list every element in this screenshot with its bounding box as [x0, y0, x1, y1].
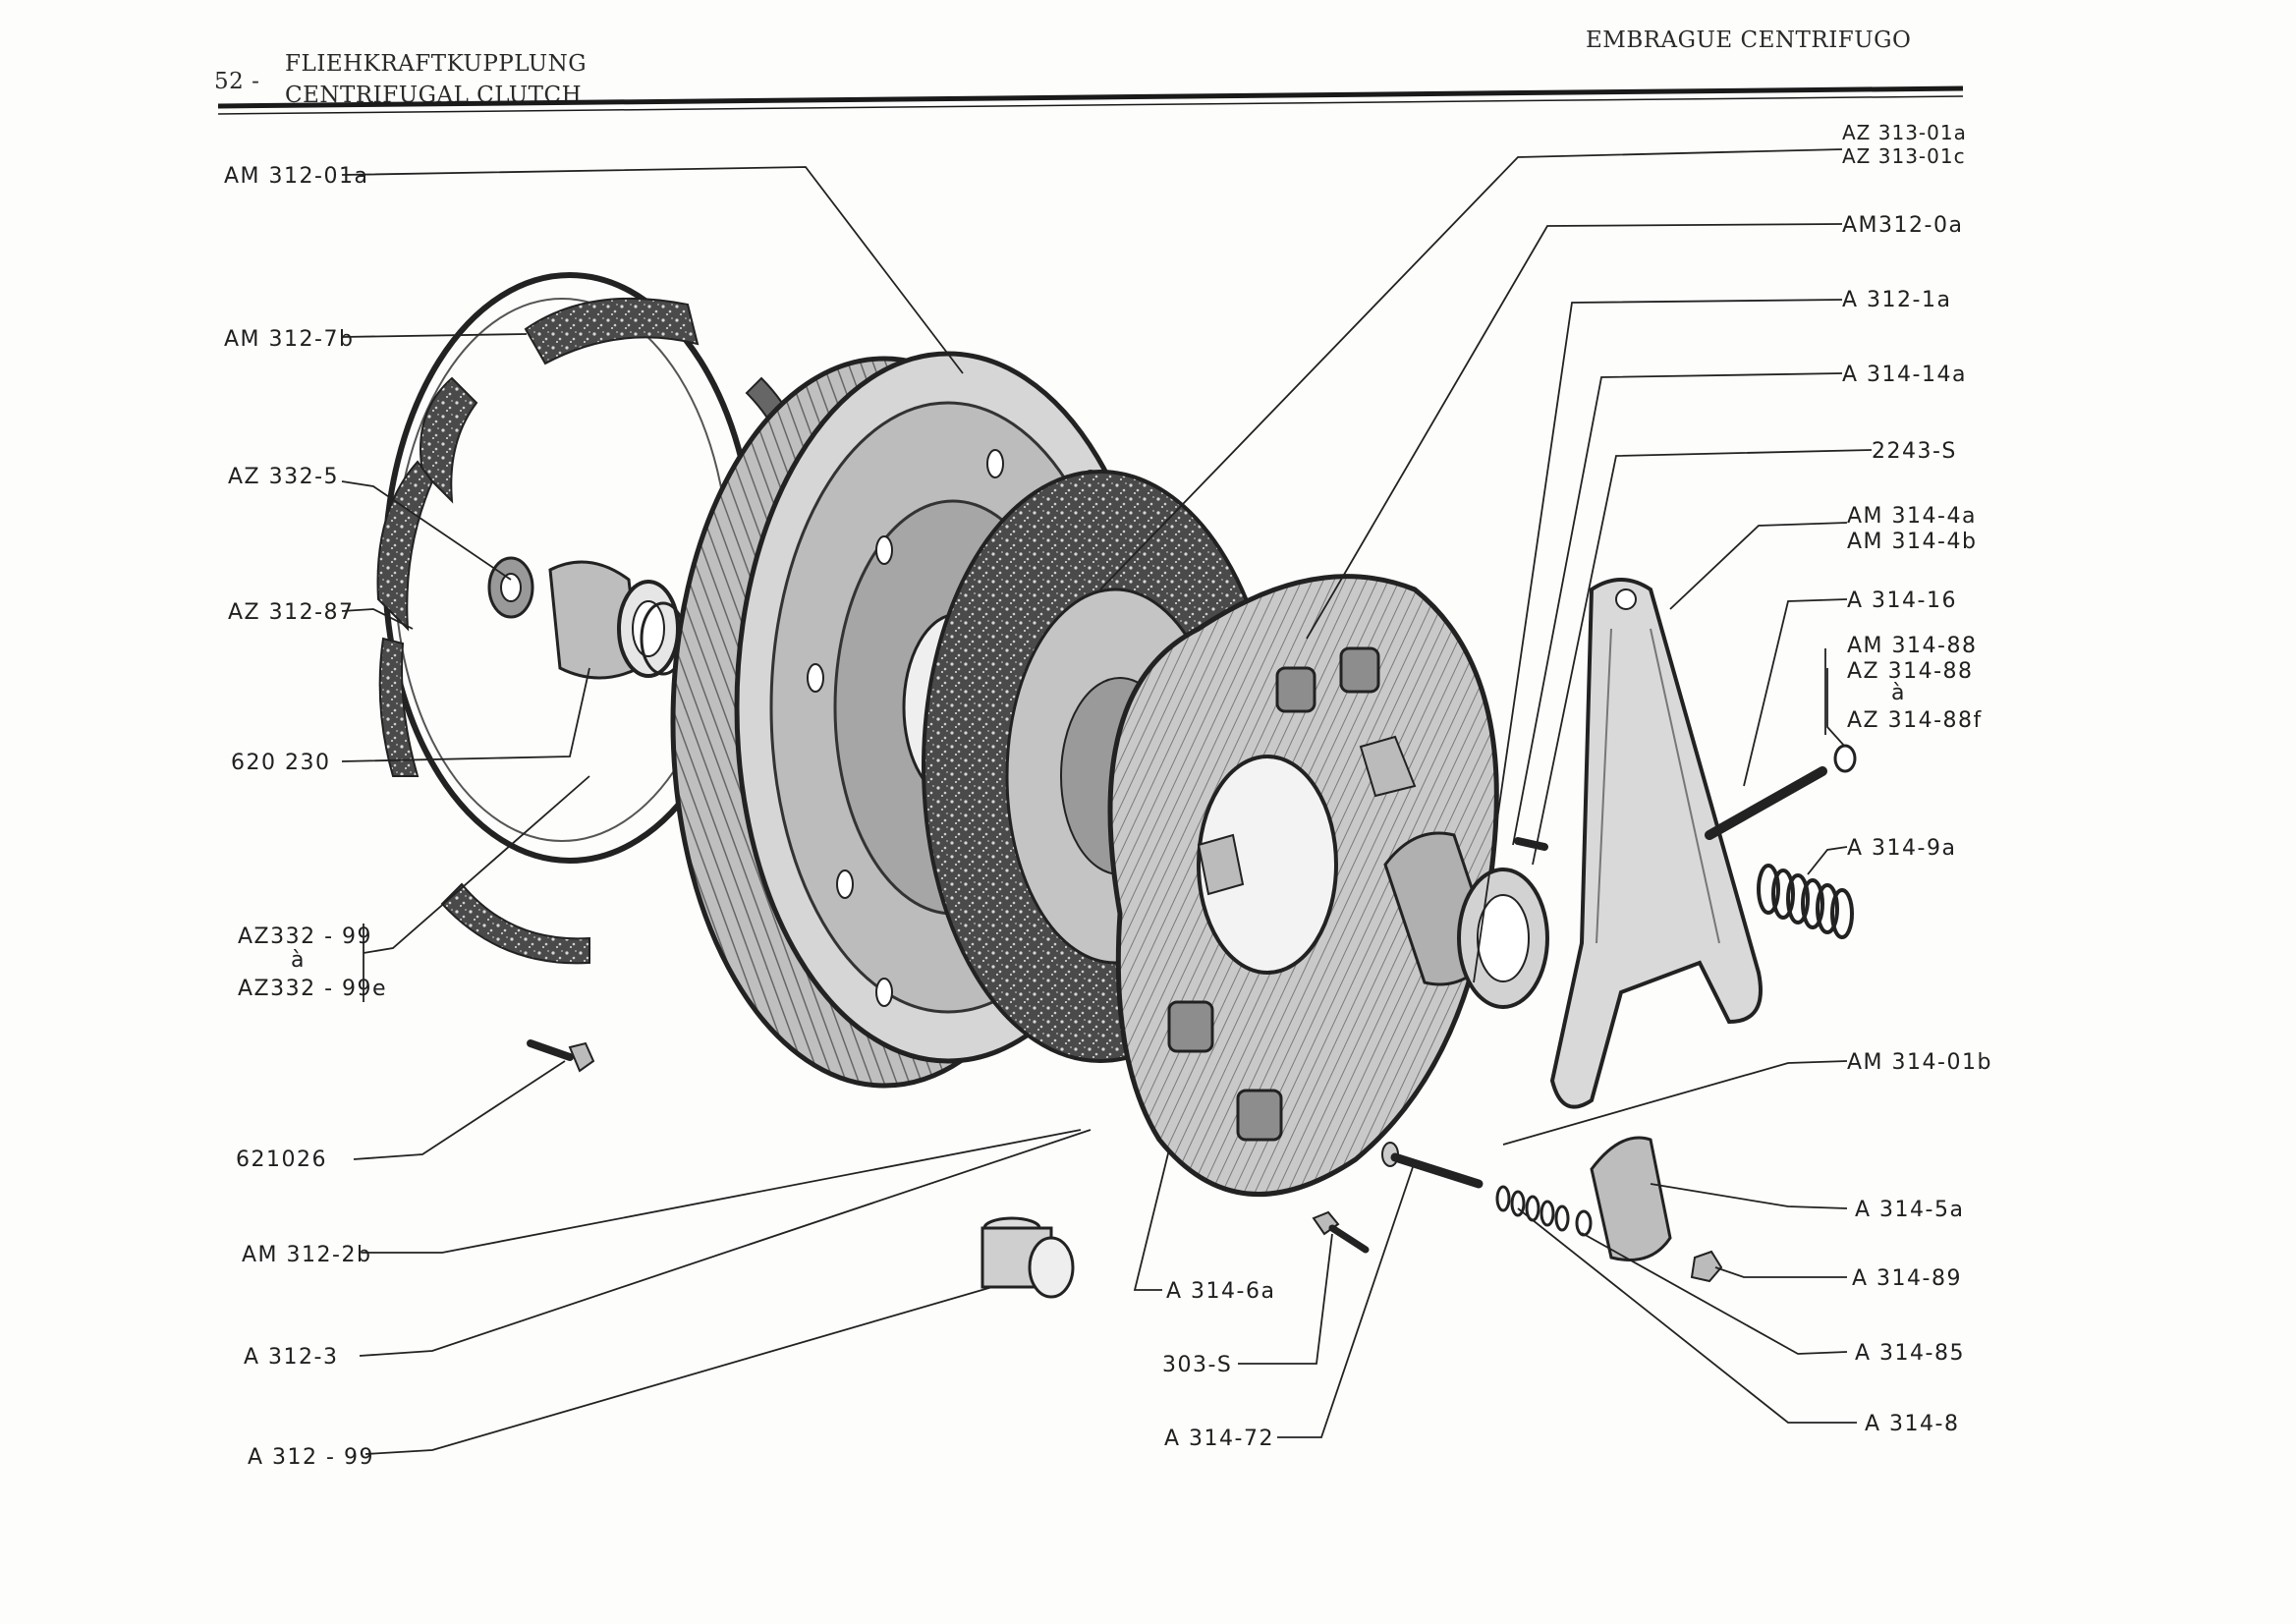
label-2243-s: 2243-S	[1872, 439, 1957, 464]
throwout-collar	[1383, 831, 1549, 1009]
bushing	[980, 1216, 1075, 1299]
label-a314-14a: A 314-14a	[1842, 363, 1967, 387]
label-620230: 620 230	[231, 751, 330, 775]
stud-bolt	[1514, 837, 1548, 851]
label-a314-72: A 314-72	[1164, 1427, 1274, 1451]
label-621026: 621026	[236, 1148, 327, 1172]
release-fork	[1549, 578, 1763, 1109]
label-az332-99: AZ332 - 99	[238, 924, 372, 949]
leader-lines	[341, 148, 1873, 1455]
pivot-pin	[1705, 766, 1827, 840]
label-a314-89: A 314-89	[1852, 1266, 1962, 1291]
lock-nut	[1690, 1250, 1723, 1283]
header-rule	[217, 85, 1964, 109]
label-am314-4a: AM 314-4a	[1847, 504, 1977, 529]
page-number: 52 -	[214, 69, 260, 94]
return-spring	[1757, 864, 1854, 939]
label-az332-5: AZ 332-5	[228, 465, 339, 489]
label-az332-99e: AZ332 - 99e	[238, 977, 387, 1001]
label-a-left: à	[291, 948, 306, 973]
title-spanish: EMBRAGUE CENTRIFUGO	[1586, 28, 1912, 53]
label-a314-5a: A 314-5a	[1855, 1198, 1964, 1222]
label-a314-8: A 314-8	[1865, 1412, 1959, 1436]
label-az314-88f: AZ 314-88f	[1847, 708, 1983, 733]
pivot-washer	[1833, 744, 1857, 773]
label-az313-01c: AZ 313-01c	[1842, 144, 1966, 168]
label-am312-2b: AM 312-2b	[242, 1243, 371, 1267]
label-am314-4b: AM 314-4b	[1847, 530, 1977, 554]
label-a314-16: A 314-16	[1847, 588, 1957, 613]
label-am312-7b: AM 312-7b	[224, 327, 354, 352]
label-am314-01b: AM 314-01b	[1847, 1050, 1992, 1075]
adjusting-spring	[1495, 1185, 1570, 1232]
label-az313-01a: AZ 313-01a	[1842, 121, 1967, 144]
label-a312-1a: A 312-1a	[1842, 288, 1951, 312]
title-german: FLIEHKRAFTKUPPLUNG	[285, 51, 588, 77]
label-am314-88: AM 314-88	[1847, 634, 1977, 658]
label-am312-01a: AM 312-01a	[224, 164, 368, 189]
label-az312-87: AZ 312-87	[228, 600, 355, 625]
label-a314-6a: A 314-6a	[1166, 1279, 1275, 1304]
release-bearing	[487, 556, 687, 680]
label-a312-3: A 312-3	[244, 1345, 338, 1370]
label-az314-88: AZ 314-88	[1847, 659, 1974, 684]
adjusting-bolt	[1381, 1142, 1484, 1189]
hex-bolt	[527, 1039, 595, 1073]
label-am312-0a: AM312-0a	[1842, 213, 1963, 238]
label-303-s: 303-S	[1162, 1353, 1232, 1377]
label-a314-85: A 314-85	[1855, 1341, 1965, 1366]
pressure-plate	[1107, 574, 1499, 1198]
label-a-right: à	[1891, 681, 1906, 705]
lever-plate	[1590, 1136, 1672, 1261]
label-a314-9a: A 314-9a	[1847, 836, 1956, 861]
spring-washer	[1575, 1209, 1593, 1237]
hex-screw	[1312, 1210, 1370, 1254]
label-a312-99: A 312 - 99	[248, 1445, 374, 1470]
